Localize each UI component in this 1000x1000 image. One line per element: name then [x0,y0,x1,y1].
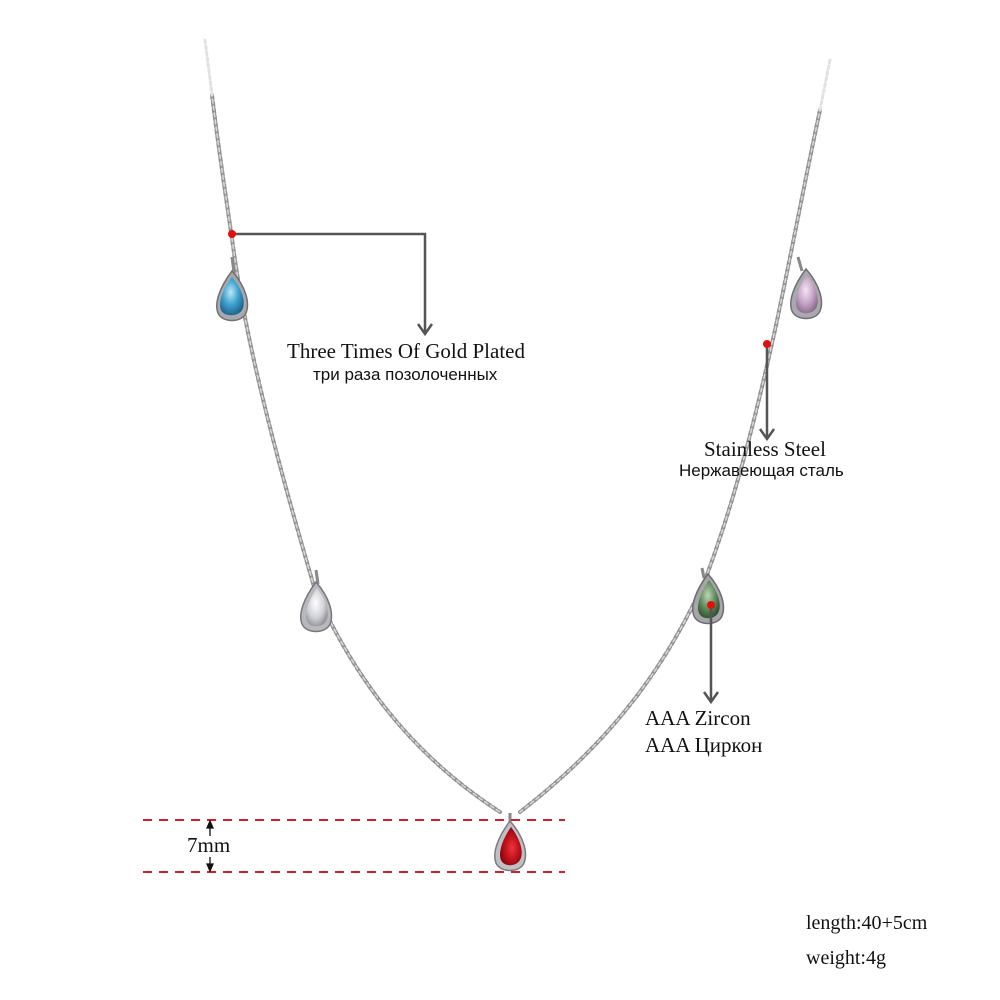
spec-length: length:40+5cm [806,912,928,934]
callout-zircon-leader [702,605,720,705]
dimension-label: 7mm [187,833,231,857]
pendant-red [494,813,527,872]
dimension-guide [143,819,565,873]
chain [203,38,832,814]
callout-zircon-en: AAA Zircon [645,706,751,730]
pendant-green [692,567,725,625]
spec-weight: weight:4g [806,947,886,969]
pendant-clear [300,569,333,633]
pendant-blue [216,256,249,322]
callout-gold-plated-en: Three Times Of Gold Plated [287,339,525,363]
zircon-ru-text: AAA Циркон [645,733,763,757]
callout-stainless-leader [758,344,776,442]
marker-dot [228,230,236,238]
callout-stainless-en: Stainless Steel [704,437,826,461]
callout-gold-plated-ru: три раза позолоченных [313,365,498,384]
pendant-pink [790,256,823,320]
marker-dot [707,601,715,609]
callout-gold-plated-leader [232,232,434,337]
callout-stainless-ru: Нержавеющая сталь [679,461,844,480]
dimension-arrows [206,819,214,873]
callout-zircon-ru: AAA Циркон [645,733,762,758]
marker-dot [763,340,771,348]
